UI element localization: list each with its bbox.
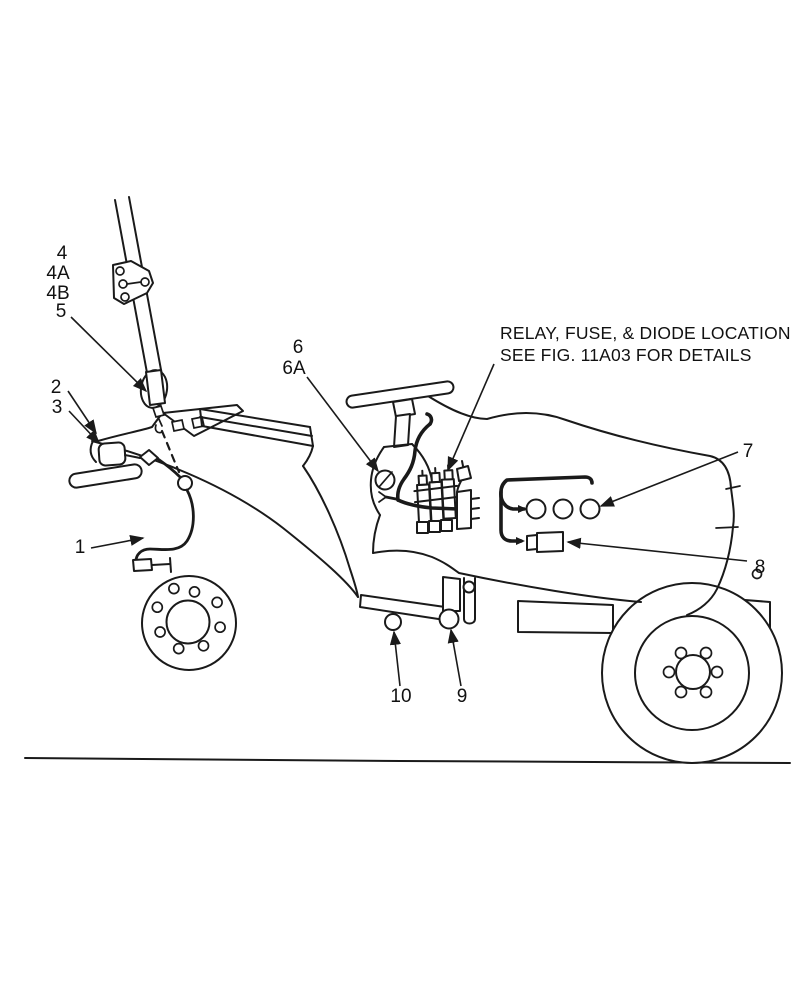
front-wire-harness bbox=[134, 488, 195, 563]
callout-5-label: 5 bbox=[56, 301, 67, 322]
callout-8-label: 8 bbox=[755, 557, 766, 578]
block-connector bbox=[456, 465, 472, 482]
harness-to-block-wire bbox=[396, 498, 460, 511]
annotation-text: RELAY, FUSE, & DIODE LOCATION SEE FIG. 1… bbox=[500, 323, 791, 365]
rear-wheel bbox=[601, 582, 783, 764]
safety-switch-9 bbox=[438, 608, 460, 630]
relay-fuse-block bbox=[413, 464, 459, 525]
harness-plug bbox=[132, 558, 153, 572]
steering-column bbox=[393, 413, 411, 448]
callout-4B-label: 4B bbox=[46, 283, 69, 304]
annotation-line2: SEE FIG. 11A03 FOR DETAILS bbox=[500, 345, 752, 365]
ground-line bbox=[24, 757, 791, 764]
hood bbox=[68, 404, 314, 489]
steering-hub bbox=[392, 398, 416, 418]
diode-connector-small bbox=[526, 534, 538, 551]
lamp-socket-1 bbox=[525, 498, 547, 520]
front-wheel bbox=[141, 575, 237, 671]
callout-4A-label: 4A bbox=[46, 263, 70, 284]
callout-10-label: 10 bbox=[390, 686, 411, 707]
callout-3-label: 3 bbox=[52, 397, 63, 418]
main-harness bbox=[374, 412, 434, 503]
headlight-connector bbox=[139, 449, 159, 466]
lamp-socket-3 bbox=[579, 498, 601, 520]
callout-6A-label: 6A bbox=[282, 358, 306, 379]
front-bumper bbox=[68, 463, 143, 489]
main-harness-wire bbox=[395, 422, 432, 502]
hood-louvres bbox=[199, 408, 314, 467]
rops-post bbox=[112, 196, 181, 474]
diode-connector bbox=[536, 531, 564, 553]
callout-9-label: 9 bbox=[457, 686, 468, 707]
callout-arrows bbox=[67, 316, 748, 687]
relay-block-feet bbox=[416, 519, 453, 534]
callout-7-label: 7 bbox=[743, 441, 754, 462]
callout-1-label: 1 bbox=[75, 537, 86, 558]
tractor-body-outline bbox=[91, 395, 741, 621]
flasher-lamp bbox=[145, 369, 166, 406]
under-chassis-parts bbox=[384, 577, 476, 631]
rear-lamp-harness bbox=[499, 475, 601, 553]
steering-assembly bbox=[345, 380, 455, 523]
callout-4-label: 4 bbox=[57, 243, 68, 264]
callout-6-label: 6 bbox=[293, 337, 304, 358]
callout-2-label: 2 bbox=[51, 377, 62, 398]
headlight bbox=[97, 441, 127, 467]
flasher-wire-dashed bbox=[160, 429, 181, 474]
safety-switch-10 bbox=[384, 613, 402, 631]
lamp-socket-2 bbox=[552, 498, 574, 520]
annotation-line1: RELAY, FUSE, & DIODE LOCATION bbox=[500, 323, 791, 343]
fuse-plate bbox=[456, 460, 480, 530]
front-harness bbox=[132, 457, 195, 573]
